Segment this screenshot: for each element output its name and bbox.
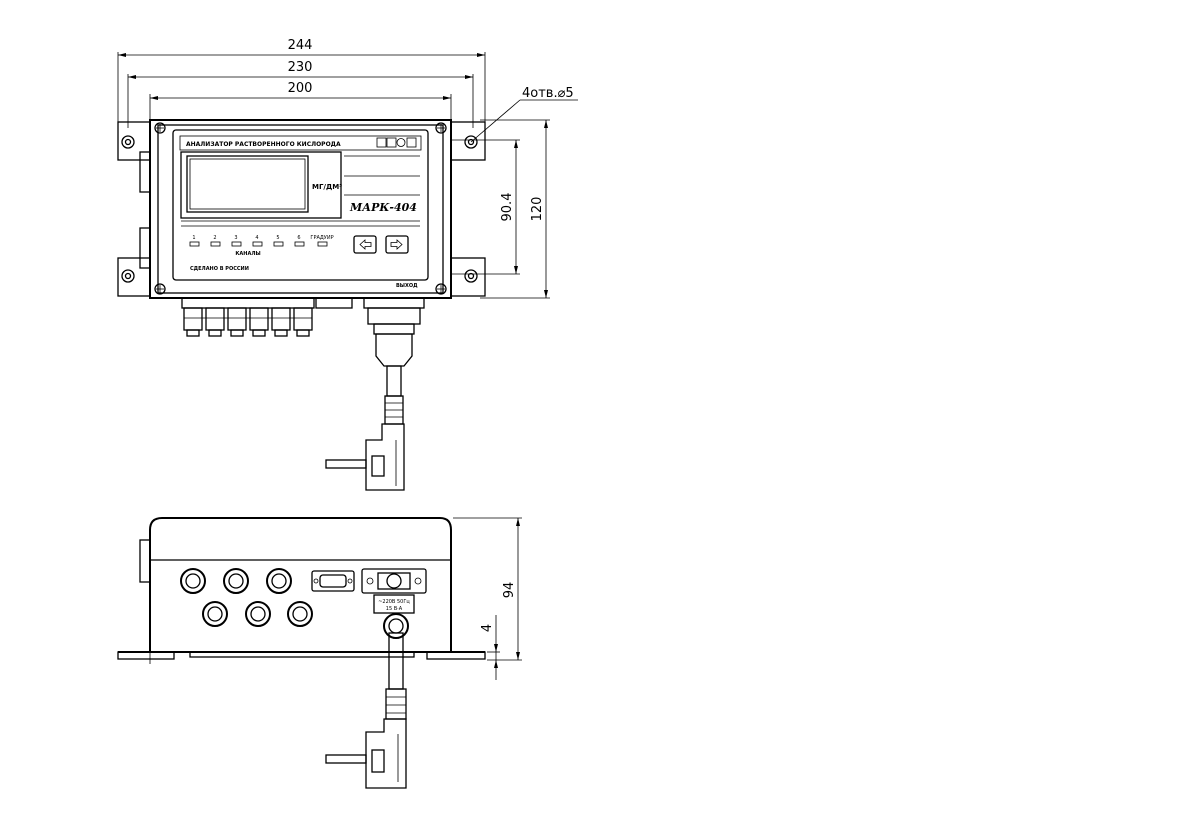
power-label-box <box>373 594 415 614</box>
power-label-1: ~220В 50Гц <box>378 599 410 605</box>
holes-leader <box>470 99 578 143</box>
dim-4: 4 <box>480 624 495 632</box>
power-plug-top <box>325 423 405 491</box>
title-strip <box>179 135 422 151</box>
housing-inner <box>157 124 444 294</box>
dimension-lines-side <box>453 517 522 680</box>
db9-connector-side <box>311 570 355 592</box>
db9-connector-top <box>315 297 353 309</box>
front-panel <box>172 129 429 281</box>
dim-90-4: 90.4 <box>500 193 515 222</box>
brand-label: МАРК-404 <box>349 201 417 214</box>
display-frame <box>180 151 342 219</box>
calib-label: ГРАДУИР <box>310 235 333 241</box>
channel-label-2: 2 <box>213 235 216 241</box>
display-screen <box>186 155 309 213</box>
dim-244: 244 <box>288 38 313 53</box>
status-icon-1 <box>376 137 387 148</box>
channel-label-5: 5 <box>276 235 279 241</box>
channel-label-4: 4 <box>255 235 258 241</box>
cable-entry-side <box>383 613 409 639</box>
status-icon-4 <box>406 137 417 148</box>
status-icon-2 <box>386 137 397 148</box>
dimension-lines-top <box>117 52 486 128</box>
output-label: ВЫХОД <box>396 283 418 289</box>
status-icon-3 <box>396 138 406 147</box>
made-in-label: СДЕЛАНО В РОССИИ <box>190 266 249 272</box>
power-plug-side <box>325 718 407 789</box>
channel-indicators: 1 2 3 4 5 6 ГРАДУИР <box>189 235 334 247</box>
channel-label-1: 1 <box>192 235 195 241</box>
side-view: ~220В 50Гц 15 В·А <box>117 517 522 789</box>
power-socket-side <box>361 568 427 594</box>
panel-title: АНАЛИЗАТОР РАСТВОРЕННОГО КИСЛОРОДА <box>186 141 341 148</box>
unit-label: МГ/ДМ³ <box>312 183 342 191</box>
dim-230: 230 <box>288 60 313 75</box>
power-label-2: 15 В·А <box>386 606 403 612</box>
dim-120: 120 <box>530 197 545 222</box>
button-right[interactable] <box>385 235 409 254</box>
power-connector-top <box>363 297 425 425</box>
channel-label-6: 6 <box>297 235 300 241</box>
dim-94: 94 <box>502 582 517 599</box>
power-cable-side <box>385 632 407 720</box>
channels-label: КАНАЛЫ <box>235 251 260 257</box>
channel-label-3: 3 <box>234 235 237 241</box>
dim-200: 200 <box>288 81 313 96</box>
holes-note: 4отв.⌀5 <box>522 86 574 101</box>
front-view: 244 230 200 4отв.⌀5 90.4 120 <box>117 38 578 491</box>
corner-screws <box>154 122 447 295</box>
side-housing <box>149 517 452 653</box>
cable-glands-top <box>181 297 353 337</box>
button-left[interactable] <box>353 235 377 254</box>
side-glands <box>180 568 313 627</box>
display-lcd <box>189 158 306 210</box>
dimension-lines-right <box>452 119 550 299</box>
